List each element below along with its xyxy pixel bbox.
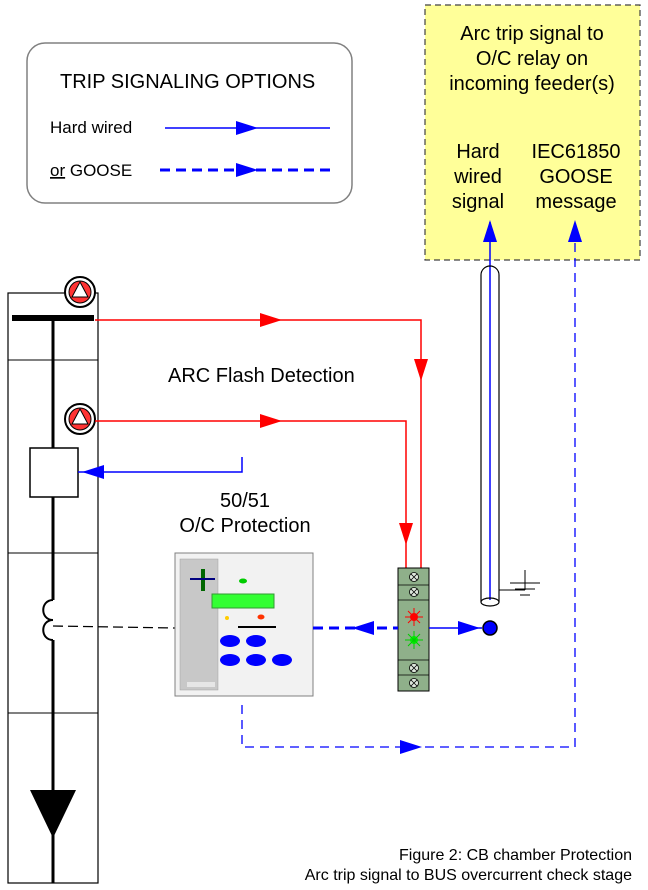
arc-wire-upper-arrow [260, 313, 282, 327]
relay-label-slot [187, 682, 215, 687]
goose-route-line [241, 222, 576, 748]
arc-wire-lower-arrow [260, 414, 282, 428]
arc-wire-upper [95, 319, 422, 568]
hard-wired-line3: signal [452, 191, 504, 213]
relay-led-yellow [225, 616, 229, 620]
relay-side-panel [179, 558, 219, 691]
junction-node [482, 620, 498, 636]
incoming-box-frame [424, 4, 641, 261]
incoming-title-line1: Arc trip signal to [460, 23, 603, 45]
relay-led-red [257, 614, 265, 620]
goose-connections [241, 220, 582, 754]
figure-caption-title: Figure 2: CB chamber Protection [399, 847, 632, 864]
terminal-screw-icon [409, 663, 419, 673]
arc-wire-lower [95, 420, 407, 568]
hard-wired-out-arrow [458, 621, 480, 635]
legend-hard-wired-arrow [236, 121, 258, 135]
status-led-red-icon [405, 608, 423, 626]
current-transformer-icon [42, 599, 54, 641]
ct-signal-line [52, 625, 176, 629]
relay-button [220, 635, 240, 647]
legend-frame [26, 42, 353, 204]
arc-sensor-icon [64, 276, 96, 308]
shielded-cable [480, 265, 526, 607]
ground-icon [510, 582, 540, 596]
terminal-screw-icon [409, 572, 419, 582]
trip-signaling-legend: TRIP SIGNALING OPTIONS Hard wired or GOO… [26, 42, 353, 204]
goose-route-arrow [400, 740, 422, 754]
arc-sensor-icon [64, 403, 96, 435]
goose-message-line1: IEC61850 [532, 141, 621, 163]
oc-protection-code: 50/51 [220, 490, 270, 512]
cable-end [480, 597, 500, 607]
goose-up-arrow [568, 220, 582, 242]
relay-display [211, 593, 275, 609]
relay-button [246, 654, 266, 666]
circuit-breaker [29, 447, 79, 498]
terminal-screw-icon [409, 678, 419, 688]
relay-button [220, 654, 240, 666]
incoming-feeder-box: Arc trip signal to O/C relay on incoming… [424, 4, 641, 261]
relay-led-green [239, 578, 247, 584]
arc-flash-detection-label: ARC Flash Detection [168, 365, 355, 387]
status-led-green-icon [405, 631, 423, 649]
relay-button [246, 635, 266, 647]
goose-relay-link-arrow [352, 621, 374, 635]
goose-message-line3: message [535, 191, 616, 213]
hard-wired-line1: Hard [456, 141, 499, 163]
oc-protection-label: O/C Protection [179, 515, 310, 537]
arc-signal-wires [95, 313, 428, 568]
cable-sheath [480, 265, 500, 602]
arc-wire-lower-down-arrow [399, 523, 413, 545]
arc-wire-upper-down-arrow [414, 359, 428, 381]
relay-button [272, 654, 292, 666]
oc-relay [174, 552, 314, 697]
legend-hard-wired-label: Hard wired [50, 118, 132, 137]
figure-caption-subtitle: Arc trip signal to BUS overcurrent check… [305, 867, 632, 884]
terminal-screw-icon [409, 587, 419, 597]
hard-wired-line2: wired [453, 166, 502, 188]
incoming-title-line2: O/C relay on [476, 48, 588, 70]
goose-message-line2: GOOSE [539, 166, 612, 188]
legend-goose-arrow [236, 163, 258, 177]
incoming-title-line3: incoming feeder(s) [449, 73, 615, 95]
legend-goose-label: or GOOSE [50, 161, 132, 180]
switchgear-cubicle [7, 292, 99, 884]
trip-wire-to-breaker-arrow [82, 465, 104, 479]
arc-relay-unit [397, 567, 430, 692]
legend-title: TRIP SIGNALING OPTIONS [60, 71, 315, 93]
hard-wired-up-arrow [483, 220, 497, 242]
trip-wire-to-breaker [78, 457, 243, 473]
cable-termination-icon [30, 790, 76, 838]
